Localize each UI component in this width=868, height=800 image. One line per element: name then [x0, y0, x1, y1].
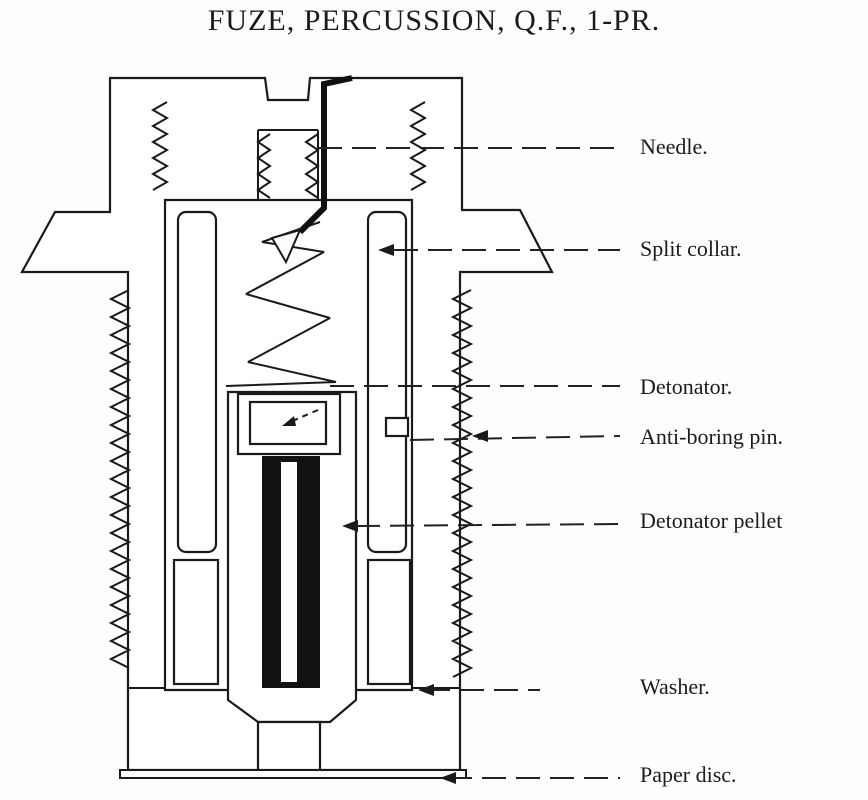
label-split-collar: Split collar.: [640, 236, 742, 261]
anti-boring-pin-arrow: [472, 430, 488, 442]
thread-top-left: [150, 101, 170, 191]
firing-spring: [225, 221, 337, 387]
lower-block-right: [366, 558, 412, 686]
label-needle: Needle.: [640, 134, 708, 159]
label-detonator: Detonator.: [640, 374, 733, 399]
label-detonator-pellet: Detonator pellet: [640, 508, 783, 533]
paper-disc: [119, 769, 467, 779]
paper-disc-arrow: [440, 772, 456, 784]
split-collar-arrow: [378, 244, 394, 256]
detonator-pellet-arrow: [342, 520, 358, 532]
thread-holder-right: [304, 133, 320, 199]
pellet-core: [281, 462, 297, 682]
lower-block-left: [172, 558, 220, 686]
screw-threads: [108, 101, 474, 678]
anti-boring-pin-leader: [409, 435, 621, 441]
anti-boring-pin: [384, 416, 410, 438]
washer-arrow: [418, 684, 434, 696]
label-paper-disc: Paper disc.: [640, 762, 737, 787]
needle: [297, 75, 353, 235]
thread-holder-left: [256, 133, 272, 199]
bottom-plug: [256, 720, 322, 772]
split-collar-right: [366, 210, 408, 554]
label-anti-boring-pin: Anti-boring pin.: [640, 424, 783, 449]
label-washer: Washer.: [640, 674, 710, 699]
thread-body-right: [450, 289, 474, 678]
detonator-arrow-head: [282, 416, 296, 426]
thread-top-right: [408, 101, 428, 191]
diagram-title: FUZE, PERCUSSION, Q.F., 1-PR.: [207, 4, 661, 37]
split-collar-left: [176, 210, 218, 554]
thread-body-left: [108, 289, 132, 669]
needle-point: [270, 228, 302, 265]
detonator-pellet-leader: [355, 523, 621, 527]
